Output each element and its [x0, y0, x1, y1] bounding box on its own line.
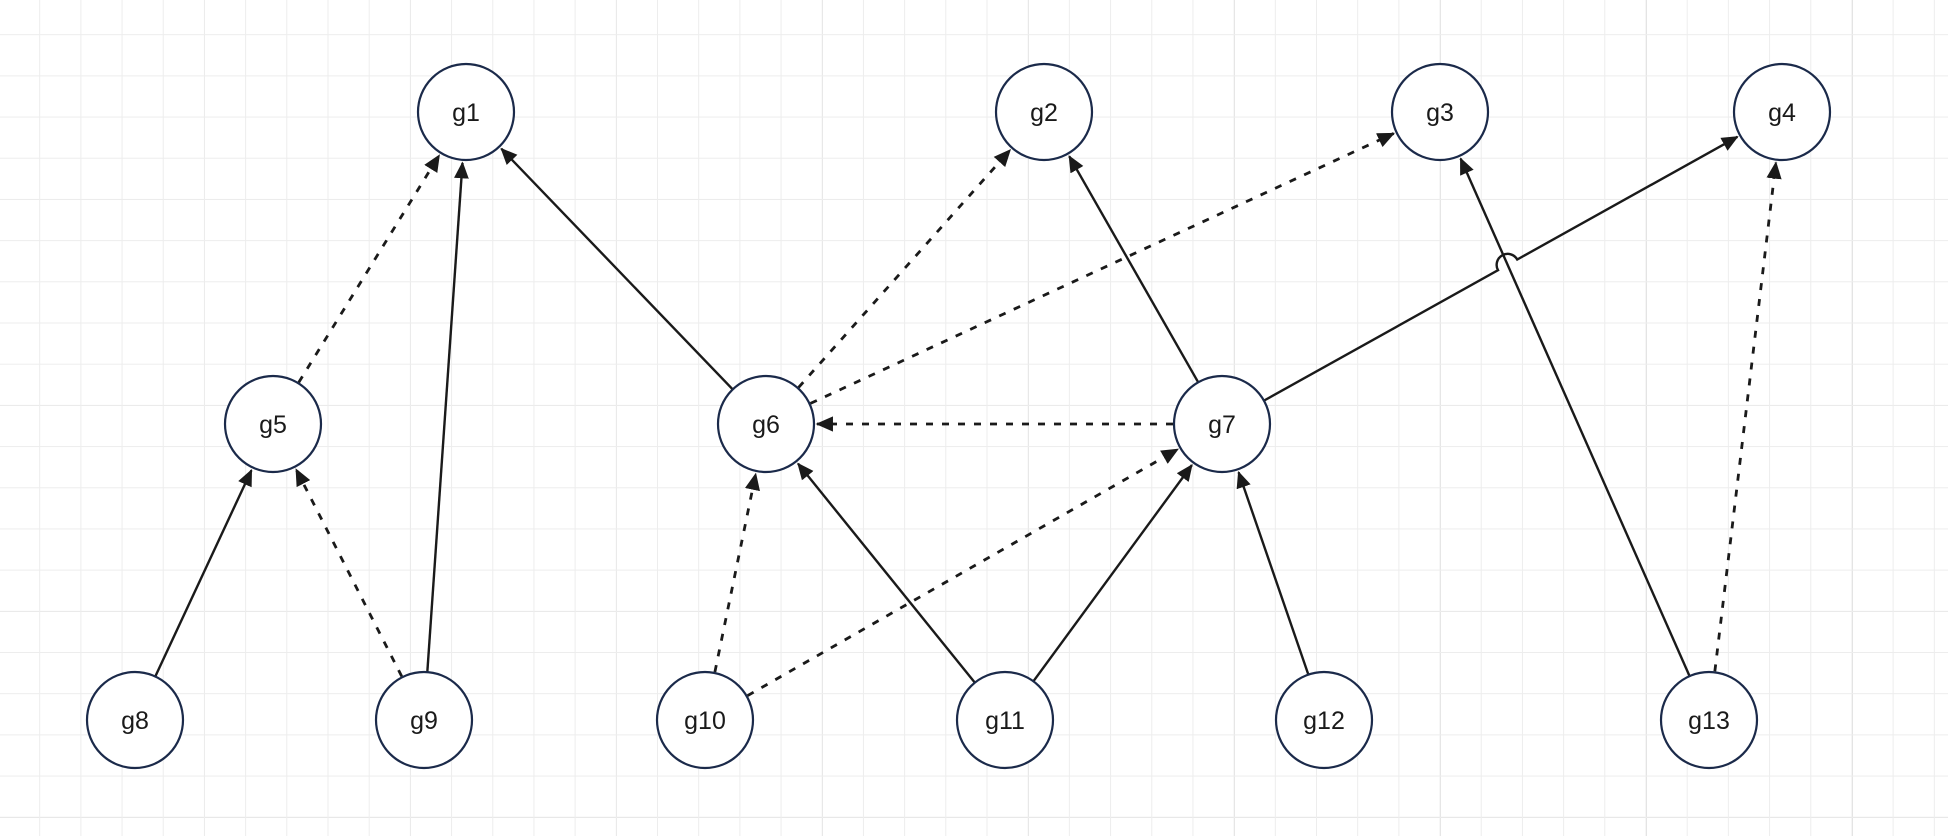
node-circle-g11[interactable] [955, 670, 1055, 770]
node-label-g2: g2 [1030, 99, 1058, 127]
node-label-g5: g5 [259, 411, 287, 439]
node-circle-g2[interactable] [994, 62, 1094, 162]
node-label-g9: g9 [410, 707, 438, 735]
node-circle-g3[interactable] [1390, 62, 1490, 162]
node-circle-g5[interactable] [223, 374, 323, 474]
node-label-g3: g3 [1426, 99, 1454, 127]
node-g2[interactable]: g2 [994, 62, 1094, 162]
node-g9[interactable]: g9 [374, 670, 474, 770]
node-g13[interactable]: g13 [1659, 670, 1759, 770]
node-label-g13: g13 [1688, 707, 1730, 735]
edge-g13-to-g4[interactable] [1713, 161, 1782, 672]
node-circle-g7[interactable] [1172, 374, 1272, 474]
edge-g13-to-g3[interactable] [1459, 157, 1691, 677]
node-label-g10: g10 [684, 707, 726, 735]
node-circle-g4[interactable] [1732, 62, 1832, 162]
edge-g7-to-g2[interactable] [1068, 155, 1200, 383]
node-layer: g1 g2 g3 g4 g5 g6 g7 g8 g9 g10 g11 g12 g13 [85, 62, 1832, 770]
node-label-g4: g4 [1768, 99, 1796, 127]
edge-g10-to-g6[interactable] [713, 472, 760, 673]
edge-g9-to-g5[interactable] [294, 468, 403, 677]
node-label-g7: g7 [1208, 411, 1236, 439]
edge-g8-to-g5[interactable] [154, 469, 253, 678]
node-g3[interactable]: g3 [1390, 62, 1490, 162]
node-label-g1: g1 [452, 99, 480, 127]
node-circle-g13[interactable] [1659, 670, 1759, 770]
node-circle-g1[interactable] [416, 62, 516, 162]
edge-g11-to-g6[interactable] [797, 462, 976, 684]
node-g10[interactable]: g10 [655, 670, 755, 770]
node-label-g8: g8 [121, 707, 149, 735]
node-circle-g6[interactable] [716, 374, 816, 474]
node-circle-g12[interactable] [1274, 670, 1374, 770]
node-label-g11: g11 [985, 707, 1025, 735]
edge-g6-to-g3[interactable] [809, 132, 1395, 405]
edge-g11-to-g7[interactable] [1032, 464, 1193, 682]
node-g8[interactable]: g8 [85, 670, 185, 770]
edge-g5-to-g1[interactable] [297, 154, 441, 384]
edge-layer [154, 132, 1782, 697]
node-g6[interactable]: g6 [716, 374, 816, 474]
node-circle-g9[interactable] [374, 670, 474, 770]
node-label-g6: g6 [752, 411, 780, 439]
node-g7[interactable]: g7 [1172, 374, 1272, 474]
node-g5[interactable]: g5 [223, 374, 323, 474]
node-label-g12: g12 [1303, 707, 1345, 735]
node-circle-g10[interactable] [655, 670, 755, 770]
node-g1[interactable]: g1 [416, 62, 516, 162]
edge-g10-to-g7[interactable] [746, 448, 1179, 697]
edge-g9-to-g1[interactable] [426, 161, 469, 673]
node-g12[interactable]: g12 [1274, 670, 1374, 770]
node-g11[interactable]: g11 [955, 670, 1055, 770]
node-g4[interactable]: g4 [1732, 62, 1832, 162]
edge-g6-to-g2[interactable] [797, 149, 1012, 389]
node-circle-g8[interactable] [85, 670, 185, 770]
edge-g7-to-g4[interactable] [1263, 135, 1739, 402]
edge-g12-to-g7[interactable] [1236, 470, 1310, 676]
edge-g6-to-g1[interactable] [500, 147, 734, 391]
